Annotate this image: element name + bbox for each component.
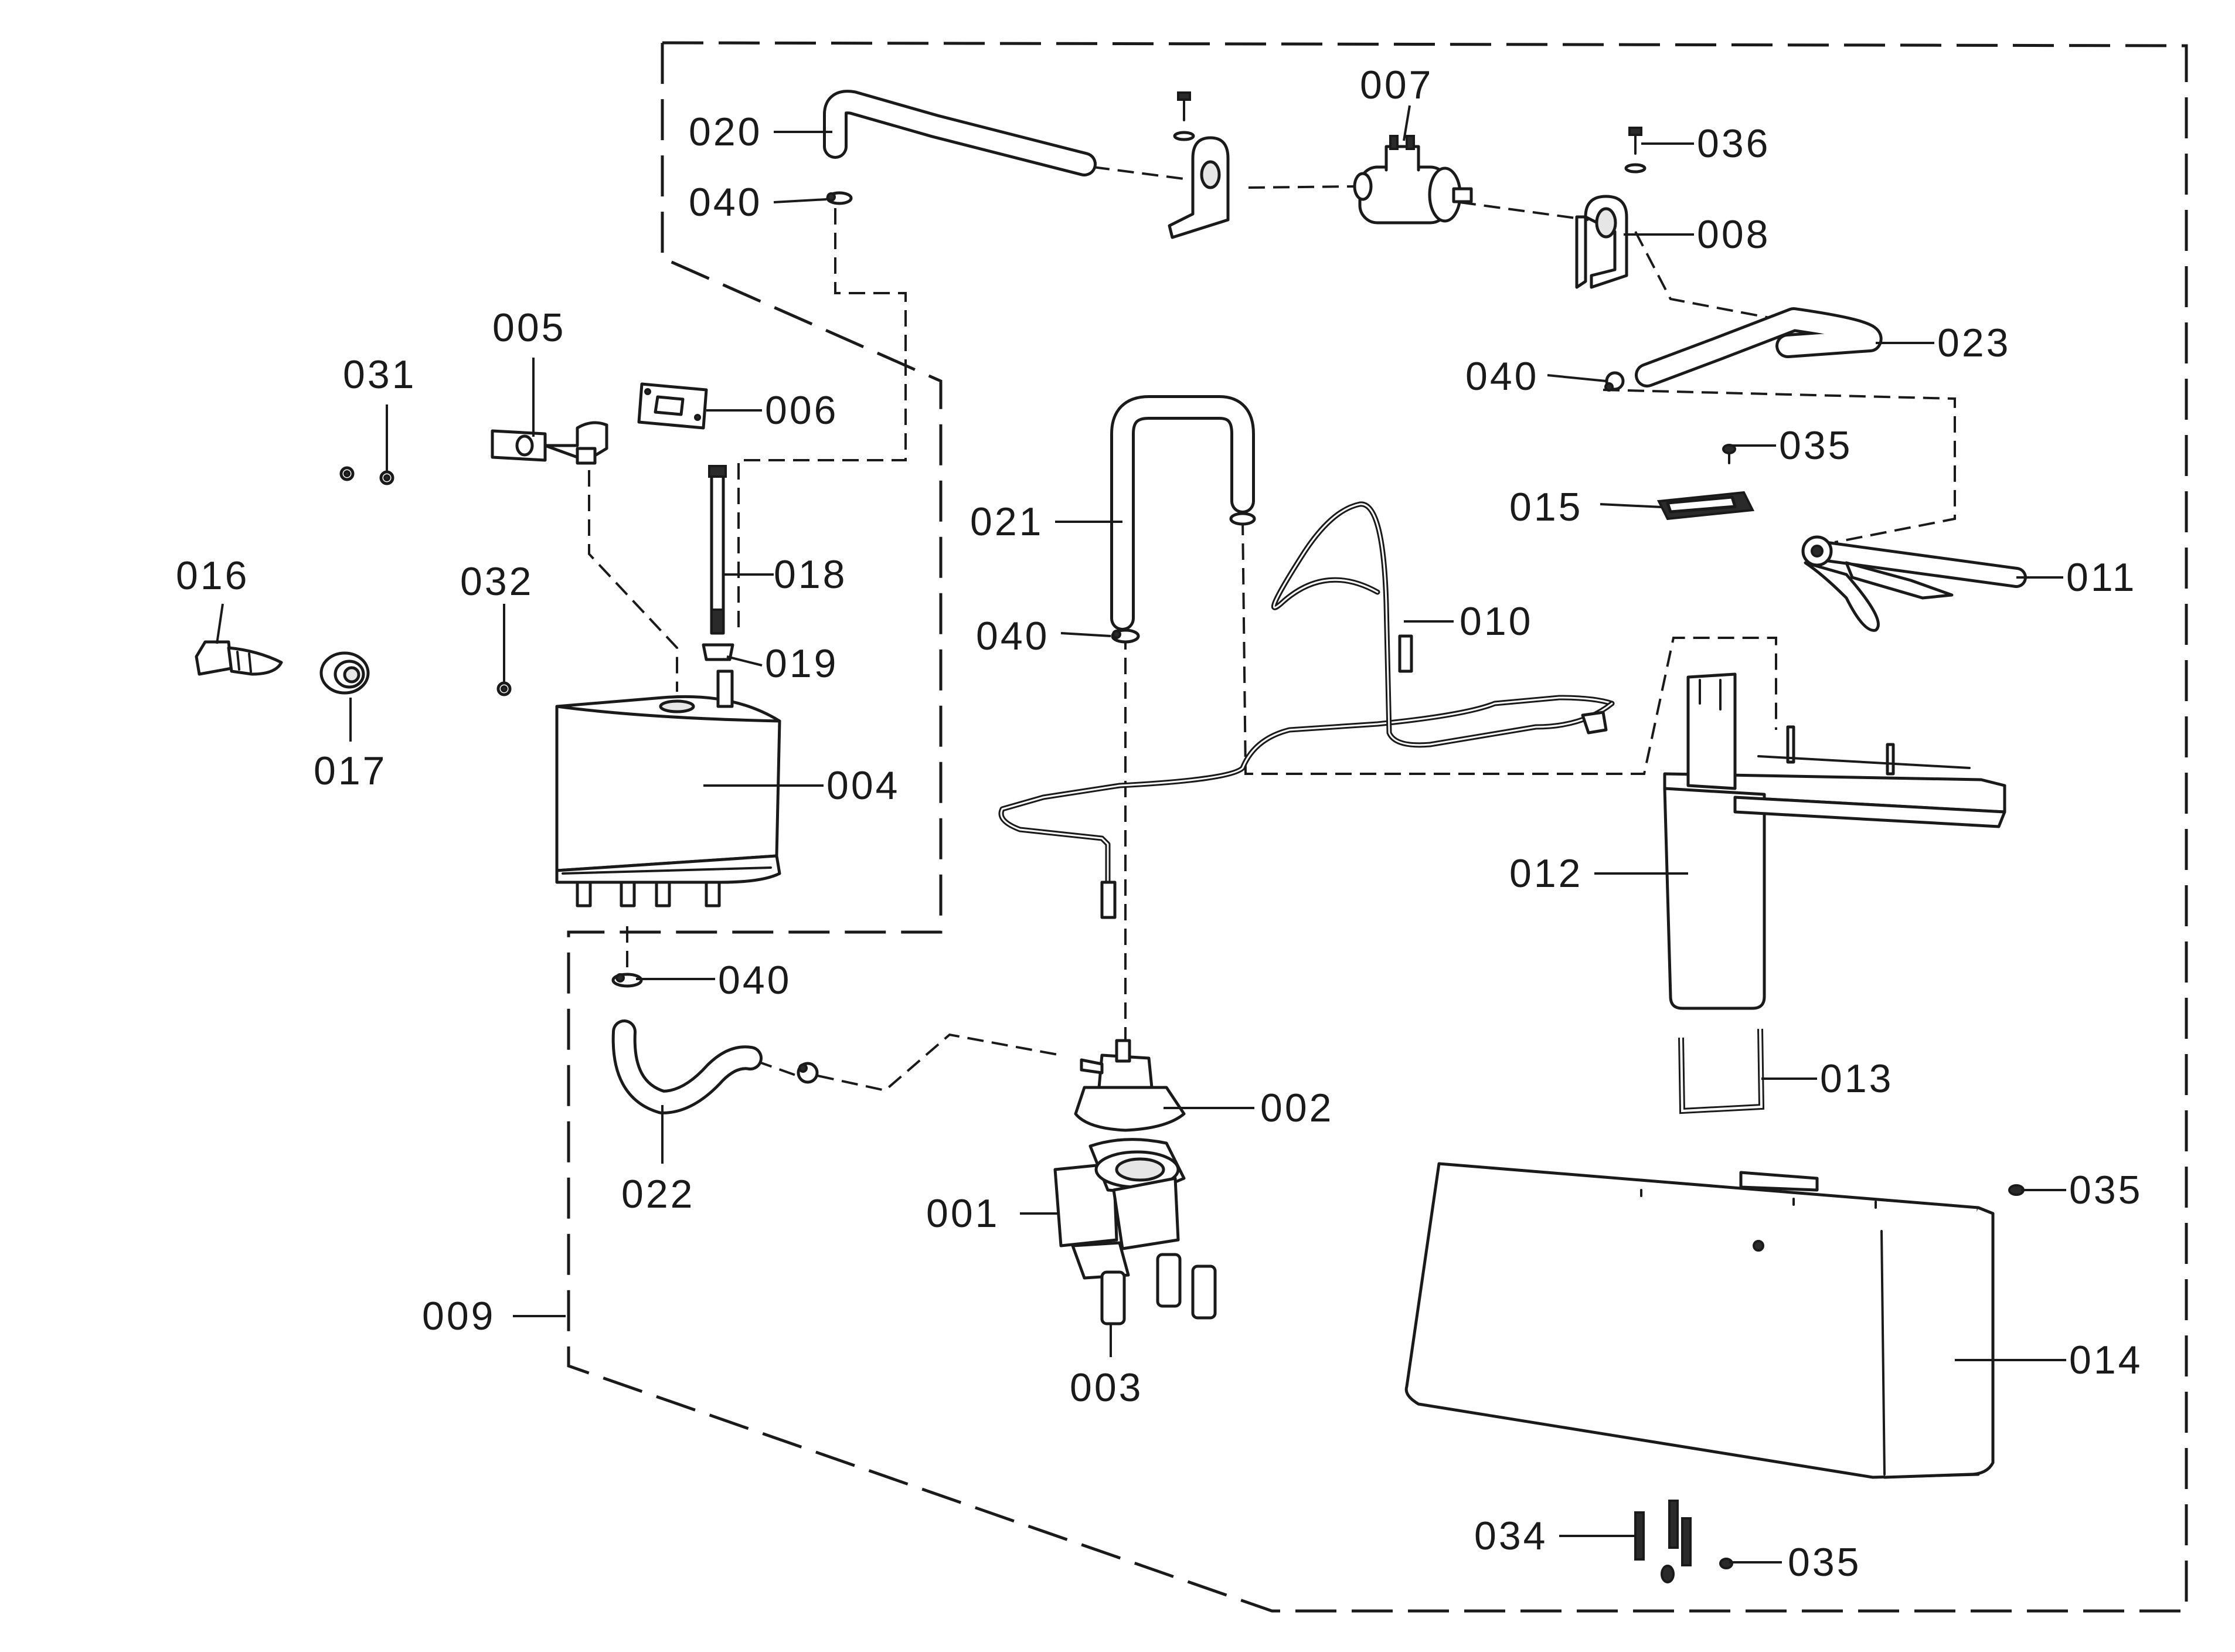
bracket-screw [1624,127,1647,174]
callout-012: 012 [1509,851,1583,896]
hose-clamp-top [826,191,853,205]
small-screw-upper [1722,444,1736,464]
callout-040-d: 040 [976,614,1049,658]
callout-040-a: 040 [689,180,762,225]
callout-017: 017 [314,749,387,793]
callout-009: 009 [422,1294,495,1338]
u-clip [1678,1028,1765,1114]
callout-010: 010 [1460,599,1533,644]
callout-004: 004 [826,763,900,808]
callout-014: 014 [2069,1338,2142,1382]
callout-035-c: 035 [1788,1540,1861,1585]
pressure-switch [1074,1039,1186,1132]
cover-panel [1404,1162,1995,1479]
callout-022: 022 [621,1172,695,1216]
drain-hose [611,1019,763,1114]
callout-036: 036 [1697,121,1770,166]
connection-lines [588,166,1956,1092]
callout-018: 018 [774,552,847,597]
grommet [319,651,370,695]
level-rod [708,465,727,635]
long-screws [1634,1500,1692,1583]
u-hose [1110,395,1255,631]
callout-005: 005 [492,305,566,350]
callout-008: 008 [1697,212,1770,257]
water-tank [555,669,781,907]
callout-labels: 020 040 007 036 008 023 040 035 015 011 … [176,63,2142,1585]
gasket-plate [637,382,708,430]
sensor-cable [998,501,1615,919]
callout-040-c: 040 [718,958,791,1002]
screw-032 [496,681,512,696]
left-valve-bracket [1168,136,1230,239]
callout-006: 006 [765,388,838,433]
solenoid-valve [1353,135,1473,225]
valve-bracket [1575,195,1628,289]
callout-020: 020 [689,110,762,154]
tank-valve-bracket [491,421,608,465]
callout-023: 023 [1937,321,2011,365]
drain-pump [1053,1138,1186,1280]
callout-015: 015 [1509,485,1583,529]
screws-031 [339,466,394,485]
drain-lever-arm [1801,535,2027,632]
callout-007: 007 [1360,63,1433,107]
leader-lines [216,105,2066,1563]
callout-021: 021 [970,499,1043,544]
callout-019: 019 [765,641,838,686]
slide-clip [1656,491,1755,521]
callout-032: 032 [460,559,533,604]
drawer-frame [1663,672,2006,1010]
u-hose-clamps [1111,512,1256,644]
rod-seal [702,643,734,661]
outlet-hose [1635,307,1883,387]
drain-hose-clamp [797,1062,819,1084]
callout-011: 011 [2066,555,2137,600]
bracket-top-screw [1173,91,1195,141]
callout-003: 003 [1070,1365,1143,1410]
pump-plug-sleeves [1100,1253,1217,1325]
callout-040-b: 040 [1465,354,1539,399]
callout-035-b: 035 [2069,1168,2142,1212]
hose-clamp-lower [611,973,643,988]
callout-013: 013 [1820,1056,1893,1101]
callout-001: 001 [926,1191,999,1236]
callout-031: 031 [343,352,416,397]
callout-002: 002 [1260,1086,1333,1130]
callout-034: 034 [1474,1514,1547,1558]
small-screw-mid [2008,1184,2032,1196]
callout-016: 016 [176,553,249,598]
hose-clamp-right [1604,371,1625,392]
upper-hose [823,90,1097,176]
callout-035-a: 035 [1779,423,1852,468]
assembly-boundary [567,41,2188,1613]
hose-nozzle [195,640,283,676]
